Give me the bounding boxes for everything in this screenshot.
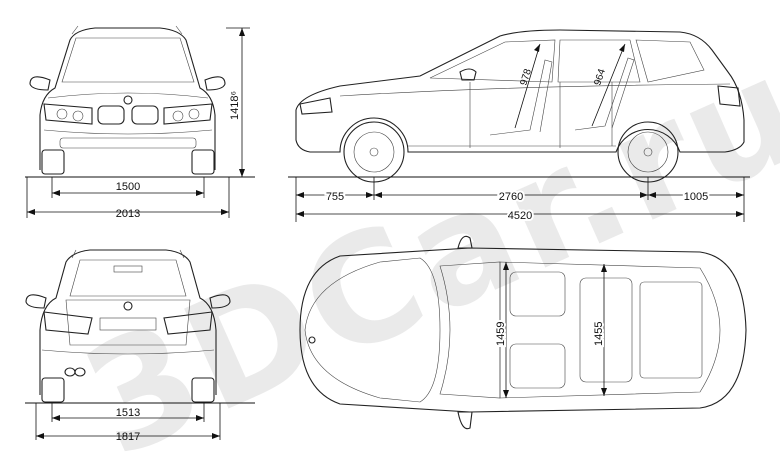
front-track-label: 1500 xyxy=(116,181,140,193)
wheelbase-label: 2760 xyxy=(499,191,523,203)
rear-view: 1513 1817 xyxy=(25,249,255,443)
rear-shoulder-label: 1455 xyxy=(593,322,605,346)
rear-headroom-label: 964 xyxy=(592,67,608,87)
rear-track-label: 1513 xyxy=(116,407,140,419)
top-view: 1459 1455 xyxy=(299,235,747,430)
front-height-label: 1418⁶ xyxy=(229,91,241,120)
watermark: 3DCar.ru xyxy=(61,22,780,468)
front-width-label: 2013 xyxy=(116,208,140,220)
watermark-text: 3DCar.ru xyxy=(61,22,780,468)
rear-width-label: 1817 xyxy=(116,431,140,443)
front-overhang-label: 755 xyxy=(326,191,344,203)
rear-overhang-label: 1005 xyxy=(684,191,708,203)
front-shoulder-label: 1459 xyxy=(495,322,507,346)
front-headroom-label: 978 xyxy=(518,67,534,87)
front-view: 1418⁶ 1500 2013 xyxy=(25,25,255,220)
side-view: 978 964 755 2760 1005 4520 xyxy=(288,29,750,224)
length-label: 4520 xyxy=(508,210,532,222)
